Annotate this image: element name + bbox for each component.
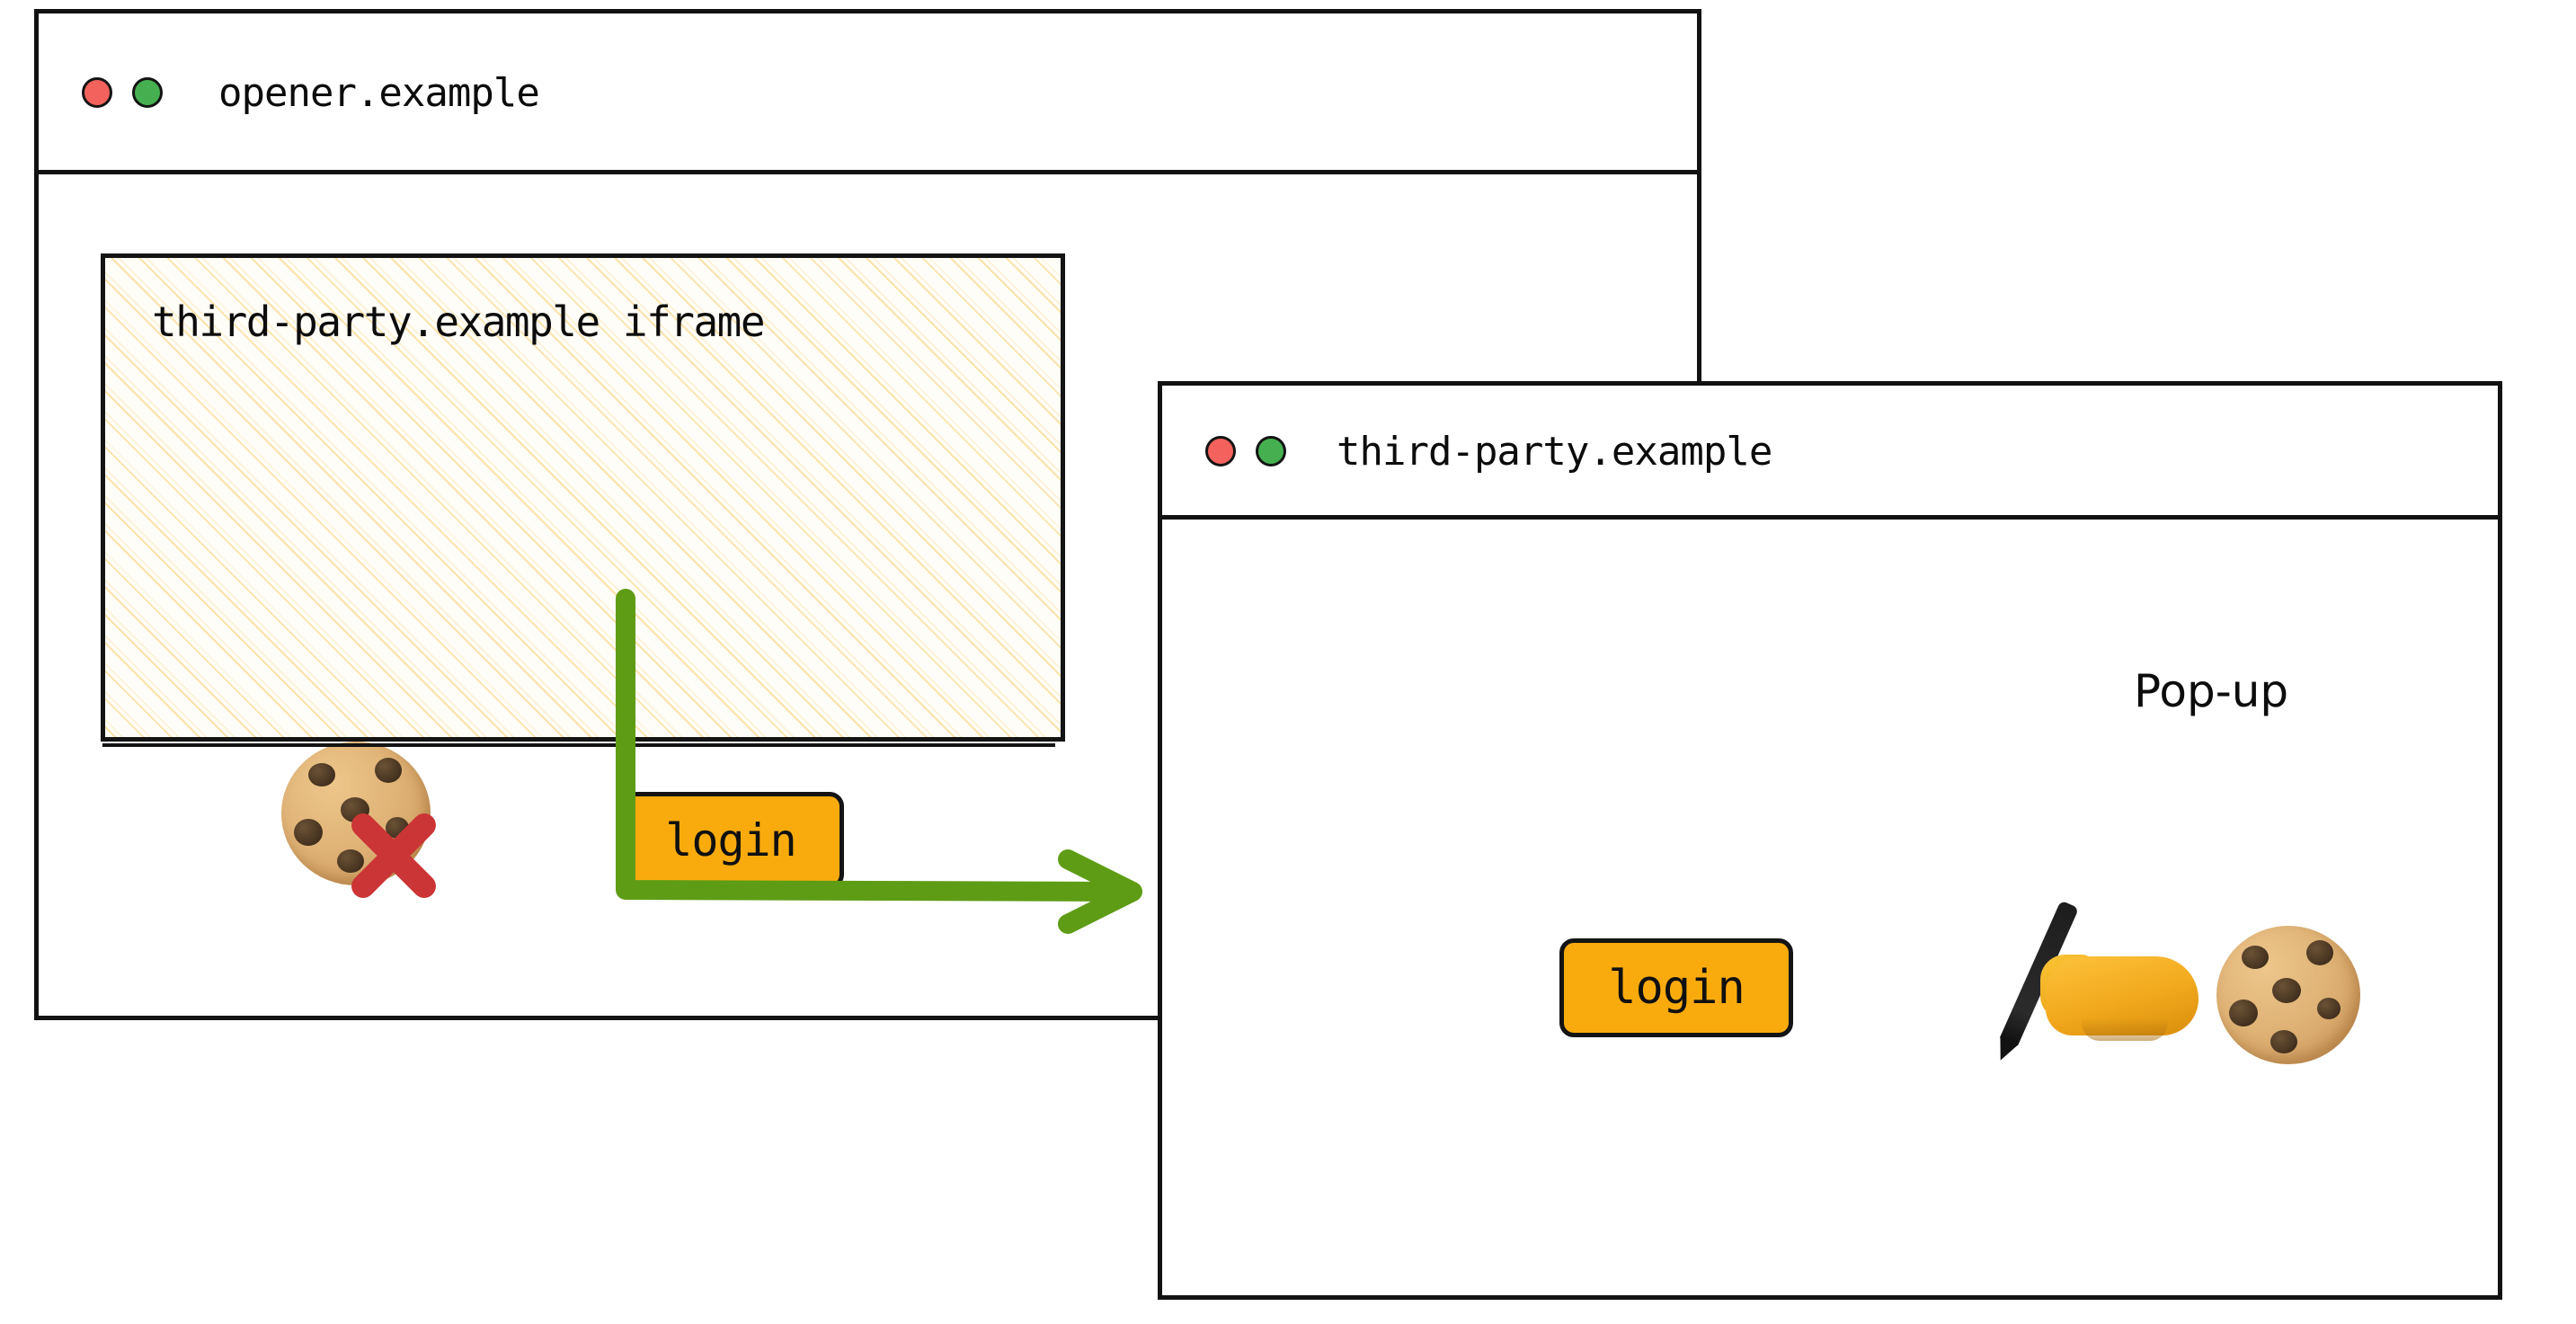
popup-window-titlebar: third-party.example bbox=[1161, 386, 2499, 520]
popup-login-button[interactable]: login bbox=[1559, 938, 1793, 1037]
iframe-login-button-label: login bbox=[665, 814, 797, 866]
blocked-cookie-group bbox=[281, 742, 470, 921]
hand-knuckles bbox=[2082, 1017, 2168, 1041]
writing-hand-icon bbox=[1999, 900, 2211, 1046]
popup-window-title: third-party.example bbox=[1337, 428, 1772, 475]
cookie-icon bbox=[281, 742, 431, 885]
popup-login-button-label: login bbox=[1608, 961, 1745, 1015]
popup-annotation-label: Pop-up bbox=[2134, 665, 2289, 717]
popup-close-dot-icon[interactable] bbox=[1205, 436, 1236, 467]
flow-arrow-head bbox=[1058, 849, 1142, 934]
cookie-granted-group bbox=[1999, 900, 2382, 1064]
opener-window-title: opener.example bbox=[218, 69, 540, 116]
opener-window-titlebar: opener.example bbox=[38, 13, 1698, 174]
popup-maximize-dot-icon[interactable] bbox=[1256, 436, 1286, 467]
iframe-title-label: third-party.example iframe bbox=[152, 298, 766, 346]
cookie-granted-icon bbox=[2216, 926, 2360, 1064]
popup-window: third-party.example bbox=[1158, 381, 2502, 1300]
flow-arrow-path bbox=[616, 589, 1132, 902]
opener-titlebar-divider bbox=[38, 170, 1698, 174]
third-party-iframe: third-party.example iframe login bbox=[101, 253, 1065, 903]
close-dot-icon[interactable] bbox=[82, 77, 112, 108]
flow-arrow bbox=[616, 589, 1142, 934]
popup-titlebar-divider bbox=[1161, 515, 2499, 520]
maximize-dot-icon[interactable] bbox=[132, 77, 163, 108]
